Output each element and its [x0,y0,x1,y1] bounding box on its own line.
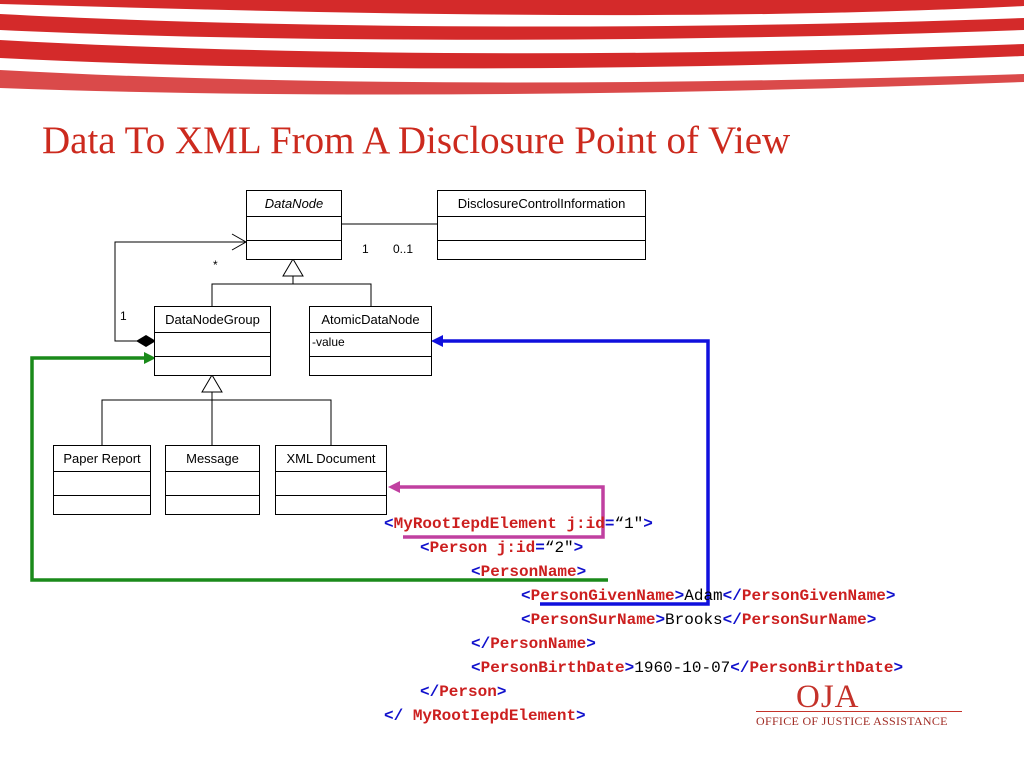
class-paper-report: Paper Report [53,445,151,515]
methods-section [247,241,341,264]
class-disclosure-control-information: DisclosureControlInformation [437,190,646,260]
logo-caption: OFFICE OF JUSTICE ASSISTANCE [756,714,948,728]
class-name: DisclosureControlInformation [438,191,645,217]
multiplicity-zero-one: 0..1 [393,242,414,256]
attribute-value: -value [310,333,431,357]
class-name: Message [166,446,259,472]
multiplicity-one: 1 [362,242,369,256]
xml-line: <Person j:id=“2"> [420,539,584,557]
attributes-section [276,472,386,496]
logo-rule [756,711,962,712]
class-name: Paper Report [54,446,150,472]
xml-line: <PersonName> [471,563,587,581]
class-datanodegroup: DataNodeGroup [154,306,271,376]
attributes-section [166,472,259,496]
attributes-section [247,217,341,241]
class-xml-document: XML Document [275,445,387,515]
class-name: AtomicDataNode [310,307,431,333]
xml-line: <PersonGivenName>Adam</PersonGivenName> [521,587,896,605]
inheritance-triangle-2 [201,374,223,393]
multiplicity-star: * [213,258,218,272]
aggregation-diamond [136,335,156,347]
slide-title: Data To XML From A Disclosure Point of V… [42,119,791,162]
xml-line: <MyRootIepdElement j:id=“1"> [384,515,653,533]
class-name: DataNode [247,191,341,217]
xml-line: <PersonSurName>Brooks</PersonSurName> [521,611,877,629]
blue-link [440,339,710,606]
inheritance-triangle [282,258,304,277]
logo-mark: OJA [796,679,860,715]
green-link [30,356,608,582]
banner-stripes [0,0,1024,105]
class-datanode: DataNode [246,190,342,260]
class-atomicdatanode: AtomicDataNode -value [309,306,432,376]
xml-line: </ MyRootIepdElement> [384,707,586,725]
methods-section [276,496,386,519]
xml-line: </Person> [420,683,507,701]
attributes-section [438,217,645,241]
methods-section [166,496,259,519]
attributes-section [155,333,270,357]
methods-section [310,357,431,380]
class-message: Message [165,445,260,515]
methods-section [155,357,270,380]
class-name: XML Document [276,446,386,472]
methods-section [438,241,645,264]
xml-line: </PersonName> [471,635,596,653]
aggregation-line [114,241,246,342]
magenta-link [397,485,605,539]
attributes-section [54,472,150,496]
methods-section [54,496,150,519]
multiplicity-group-one: 1 [120,309,127,323]
class-name: DataNodeGroup [155,307,270,333]
xml-line: <PersonBirthDate>1960-10-07</PersonBirth… [471,659,904,677]
oja-logo: OJA OFFICE OF JUSTICE ASSISTANCE [756,679,962,733]
